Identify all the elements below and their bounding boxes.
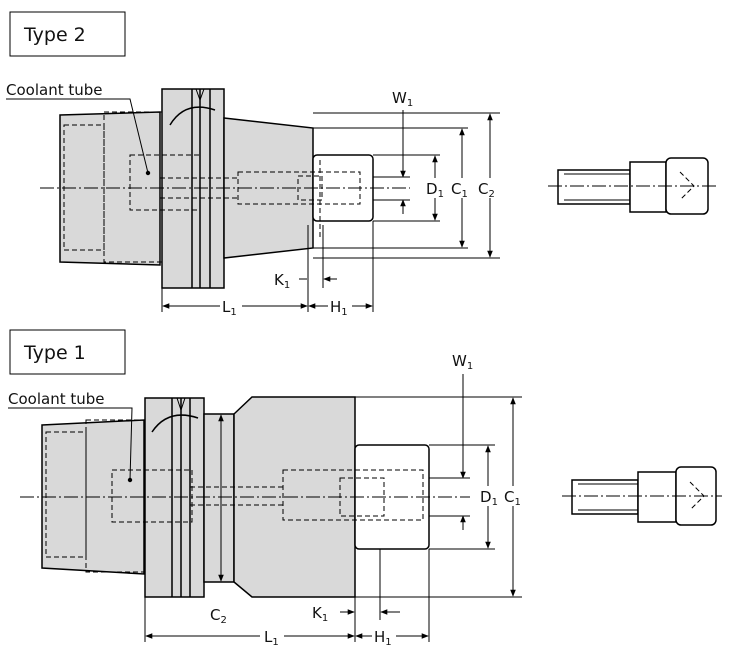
type2-h-label: H1 [330, 298, 348, 318]
type1-coolant-label: Coolant tube [8, 390, 104, 408]
type2-horizontal-dimensions: K1 L1 H1 [161, 221, 374, 318]
type2-coolant-label: Coolant tube [6, 81, 102, 99]
type2-w-label: W1 [392, 89, 413, 109]
type1-vertical-dimensions: W1 D1 C1 C2 [210, 352, 528, 626]
type2-title-box [9, 11, 126, 57]
type2-k-label: K1 [274, 271, 290, 291]
type2-title: Type 2 [23, 24, 86, 46]
type1-d-label: D1 [480, 488, 498, 508]
type2-c2-label: C2 [478, 180, 495, 200]
type1-clamp-screw [562, 466, 722, 526]
type2-coolant-callout: Coolant tube [6, 81, 149, 174]
type1-coolant-callout: Coolant tube [8, 390, 133, 481]
type1-horizontal-dimensions: K1 L1 H1 [144, 549, 430, 648]
type2-clamp-screw [548, 157, 716, 215]
type2-d-label: D1 [426, 180, 444, 200]
type2-l-label: L1 [222, 298, 237, 318]
type1-title: Type 1 [23, 342, 86, 364]
type1-diagram: Type 1 Coolant tube [8, 329, 722, 648]
type2-c1-label: C1 [451, 180, 468, 200]
type1-title-box [9, 329, 126, 375]
type1-l-label: L1 [264, 628, 279, 648]
type1-k-label: K1 [312, 604, 328, 624]
type1-h-label: H1 [374, 628, 392, 648]
type2-holder-body [40, 88, 410, 289]
type1-c1-label: C1 [504, 488, 521, 508]
type2-vertical-dimensions: W1 D1 C1 C2 [313, 89, 500, 259]
type2-diagram: Type 2 Coolant tube [6, 11, 716, 318]
type1-c2-label: C2 [210, 606, 227, 626]
type1-holder-body [20, 396, 470, 598]
type1-w-label: W1 [452, 352, 473, 372]
